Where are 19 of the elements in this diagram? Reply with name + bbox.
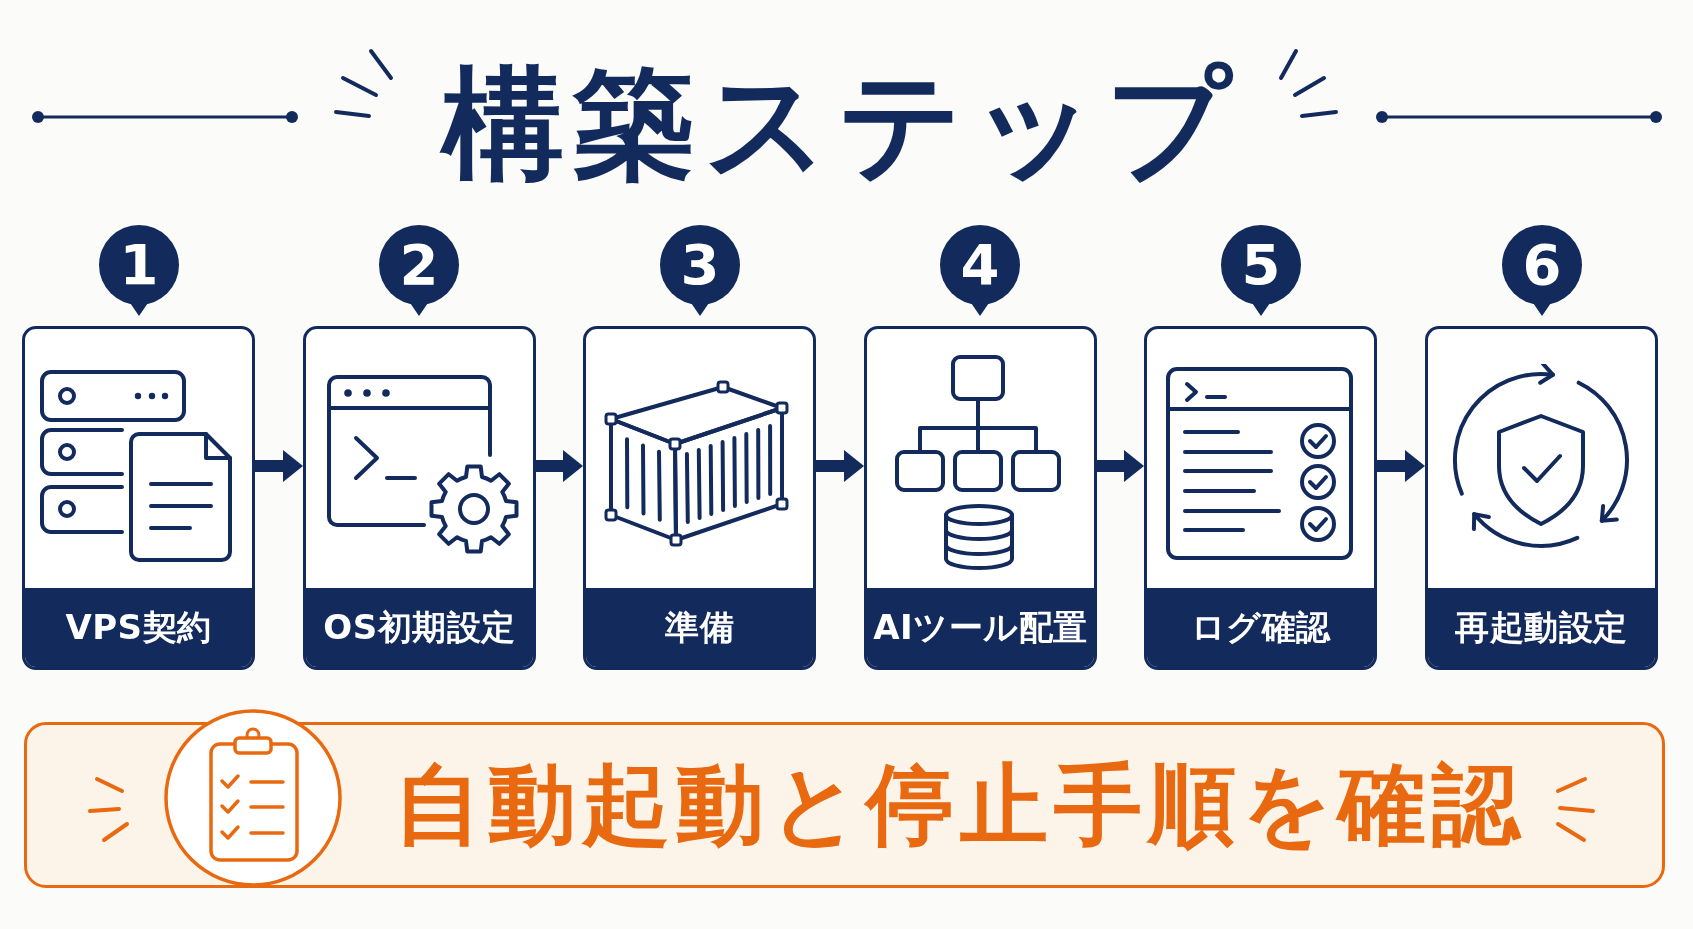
arrow <box>255 450 303 482</box>
banner <box>24 722 1665 888</box>
step-card <box>22 326 255 670</box>
label-band: AIツール配置 <box>867 588 1094 667</box>
label-band: VPS契約 <box>25 588 252 667</box>
label-band: 準備 <box>586 588 813 667</box>
step-card <box>864 326 1097 670</box>
banner-text: 自動起動と停止手順を確認 <box>394 759 1526 851</box>
arrow <box>536 450 583 482</box>
arrow <box>1097 450 1144 482</box>
label-band: 再起動設定 <box>1428 588 1655 667</box>
label-band: OS初期設定 <box>306 588 533 667</box>
step-card <box>1144 326 1377 670</box>
step-card <box>583 326 816 670</box>
step-card <box>303 326 536 670</box>
label-band: ログ確認 <box>1147 588 1374 667</box>
arrow <box>1377 450 1425 482</box>
step-card <box>1425 326 1658 670</box>
arrow <box>816 450 864 482</box>
